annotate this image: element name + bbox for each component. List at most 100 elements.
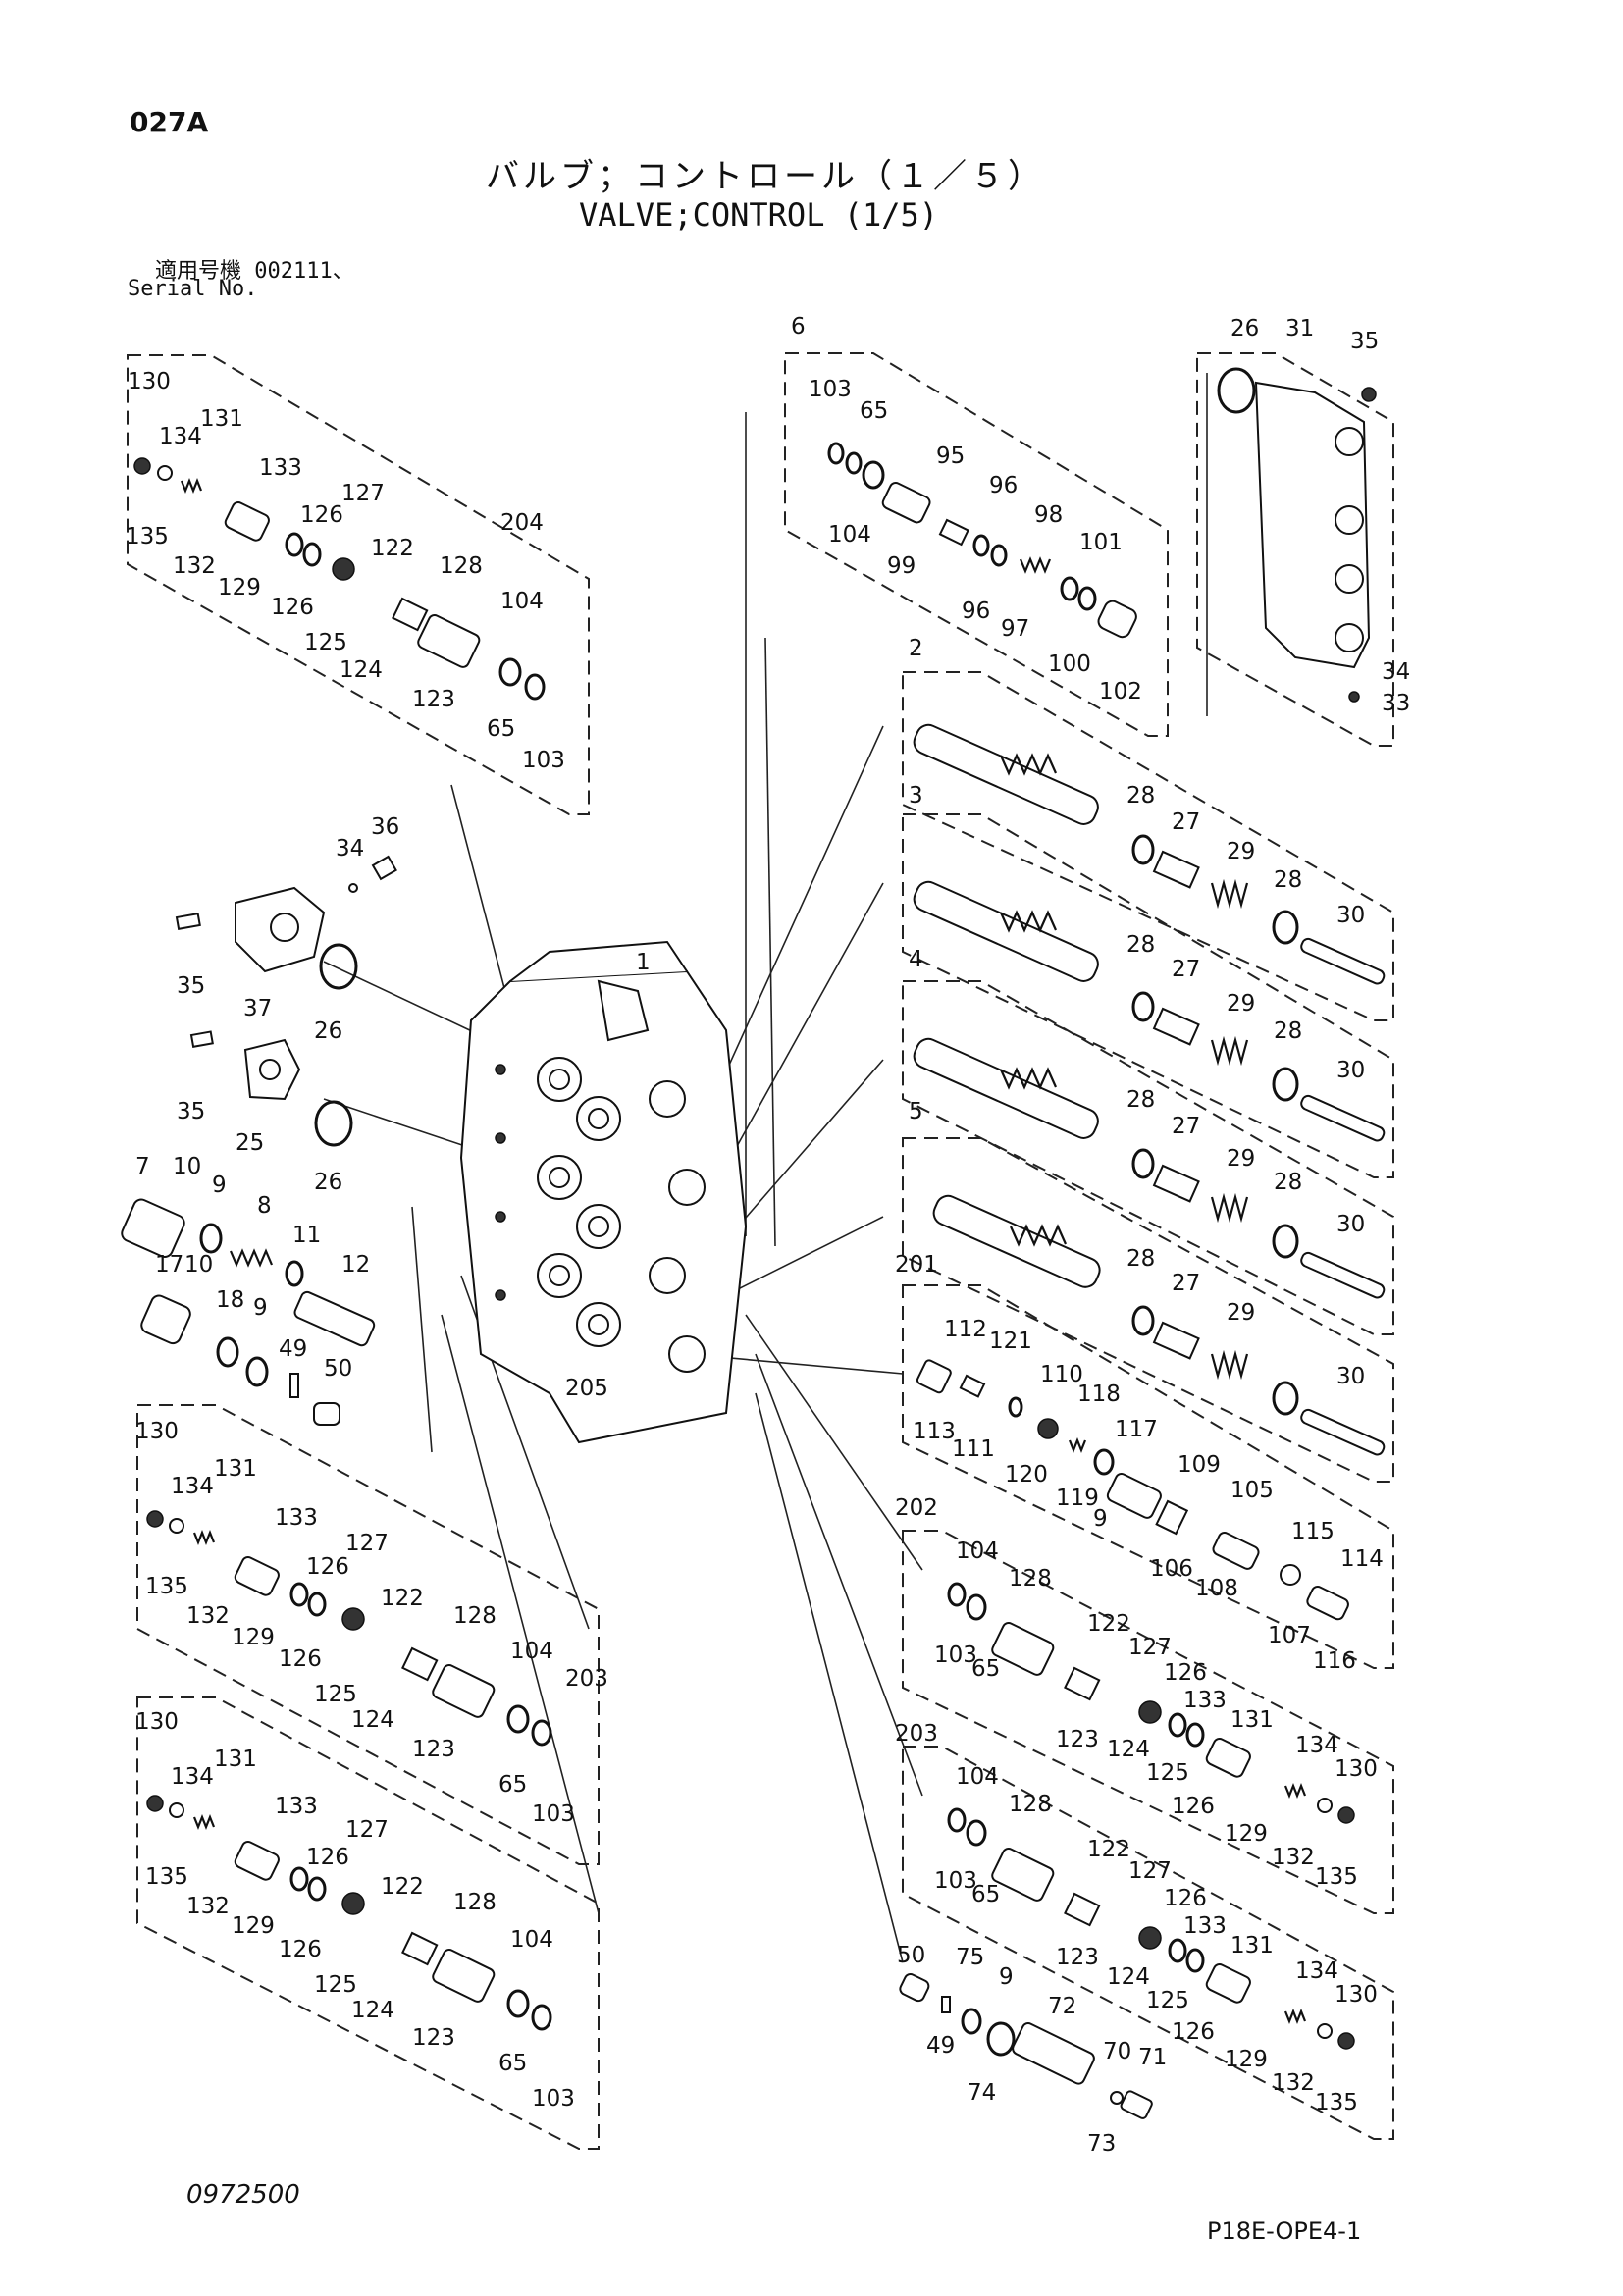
group-202-box (902, 1530, 1394, 1914)
part-label: 134 (171, 1764, 214, 1790)
part-label: 134 (171, 1474, 214, 1499)
part-label: 30 (1336, 1364, 1365, 1389)
part-label: 1 (636, 950, 651, 975)
part-label: 103 (934, 1868, 977, 1894)
part-label: 117 (1115, 1417, 1158, 1442)
part-label: 121 (989, 1329, 1032, 1354)
relief-cartridges (133, 442, 1355, 2050)
part-label: 125 (314, 1972, 357, 1998)
part-label: 134 (159, 424, 202, 449)
part-label: 99 (887, 553, 916, 579)
part-label: 125 (1146, 1760, 1189, 1786)
part-label: 26 (314, 1018, 342, 1044)
part-label: 130 (1335, 1982, 1378, 2008)
part-label: 34 (336, 836, 364, 861)
part-label: 128 (453, 1603, 497, 1629)
part-label: 65 (498, 2051, 527, 2076)
part-label: 125 (1146, 1988, 1189, 2013)
part-label: 124 (1107, 1737, 1150, 1762)
part-label: 132 (186, 1894, 230, 1919)
part-label: 120 (1005, 1462, 1048, 1487)
part-label: 17 (155, 1252, 183, 1278)
part-label: 126 (1164, 1886, 1207, 1911)
part-label: 114 (1340, 1546, 1384, 1572)
part-label: 135 (145, 1864, 188, 1890)
cartridge-6 (827, 442, 1137, 639)
part-label: 123 (412, 2025, 455, 2051)
part-label: 72 (1048, 1994, 1076, 2019)
part-label: 132 (1272, 1845, 1315, 1870)
part-label: 127 (345, 1817, 389, 1843)
part-label: 131 (214, 1456, 257, 1482)
group-2-box (902, 671, 1394, 1021)
valve-body (459, 940, 748, 1444)
part-label: 37 (243, 996, 272, 1021)
spool-4 (913, 1037, 1386, 1299)
part-label: 49 (926, 2033, 955, 2059)
part-label: 35 (177, 1099, 205, 1124)
part-label: 109 (1178, 1452, 1221, 1478)
part-label: 28 (1126, 1087, 1155, 1113)
part-label: 126 (1164, 1660, 1207, 1686)
part-label: 126 (1172, 1794, 1215, 1819)
part-label: 29 (1227, 1300, 1255, 1326)
part-label: 104 (510, 1927, 553, 1953)
part-label: 129 (232, 1625, 275, 1650)
part-label: 2 (909, 636, 923, 661)
group-204-box (127, 354, 590, 815)
part-label: 118 (1077, 1382, 1121, 1407)
part-label: 25 (236, 1130, 264, 1156)
part-label: 18 (216, 1287, 244, 1313)
part-label: 128 (1009, 1566, 1052, 1592)
part-label: 130 (1335, 1756, 1378, 1782)
cover-plate-31 (1217, 367, 1377, 703)
part-label: 98 (1034, 502, 1063, 528)
part-label: 29 (1227, 839, 1255, 864)
page-title: VALVE;CONTROL (1/5) (579, 196, 939, 234)
part-label: 106 (1150, 1556, 1193, 1582)
part-label: 8 (257, 1193, 272, 1219)
part-label: 124 (351, 1998, 394, 2023)
part-label: 124 (340, 657, 383, 683)
part-label: 105 (1230, 1478, 1274, 1503)
part-label: 123 (1056, 1945, 1099, 1970)
part-label: 70 (1103, 2039, 1131, 2064)
part-label: 127 (345, 1531, 389, 1556)
part-number-labels: 1 2 3 4 5 6 7 8 9 9 9 9 10 10 11 12 17 1… (126, 314, 1410, 2157)
part-label: 30 (1336, 1058, 1365, 1083)
part-label: 104 (956, 1764, 999, 1790)
part-label: 26 (314, 1170, 342, 1195)
part-label: 104 (828, 522, 871, 548)
part-label: 96 (989, 473, 1018, 498)
part-label: 36 (371, 814, 399, 840)
cartridge-202 (947, 1582, 1355, 1824)
part-label: 133 (1183, 1913, 1227, 1939)
part-label: 30 (1336, 1212, 1365, 1237)
part-label: 27 (1172, 1114, 1200, 1139)
part-label: 27 (1172, 957, 1200, 982)
part-label: 112 (944, 1317, 987, 1342)
part-label: 201 (895, 1252, 938, 1278)
part-label: 27 (1172, 1271, 1200, 1296)
part-label: 124 (351, 1707, 394, 1733)
part-label: 115 (1291, 1519, 1335, 1544)
part-label: 103 (522, 748, 565, 773)
serial-label: Serial No. (128, 277, 258, 301)
part-label: 122 (1087, 1837, 1130, 1862)
part-label: 122 (381, 1586, 424, 1611)
part-label: 4 (909, 947, 923, 972)
group-5-box (902, 1137, 1394, 1483)
part-label: 6 (791, 314, 806, 339)
spool-assemblies (913, 723, 1386, 1456)
part-label: 135 (1315, 1864, 1358, 1890)
part-label: 9 (253, 1295, 268, 1321)
part-label: 134 (1295, 1733, 1338, 1758)
part-label: 65 (498, 1772, 527, 1798)
part-label: 103 (934, 1643, 977, 1668)
part-label: 7 (135, 1154, 150, 1179)
part-label: 202 (895, 1495, 938, 1521)
part-label: 129 (218, 575, 261, 600)
part-label: 34 (1382, 659, 1410, 685)
part-label: 103 (809, 377, 852, 402)
